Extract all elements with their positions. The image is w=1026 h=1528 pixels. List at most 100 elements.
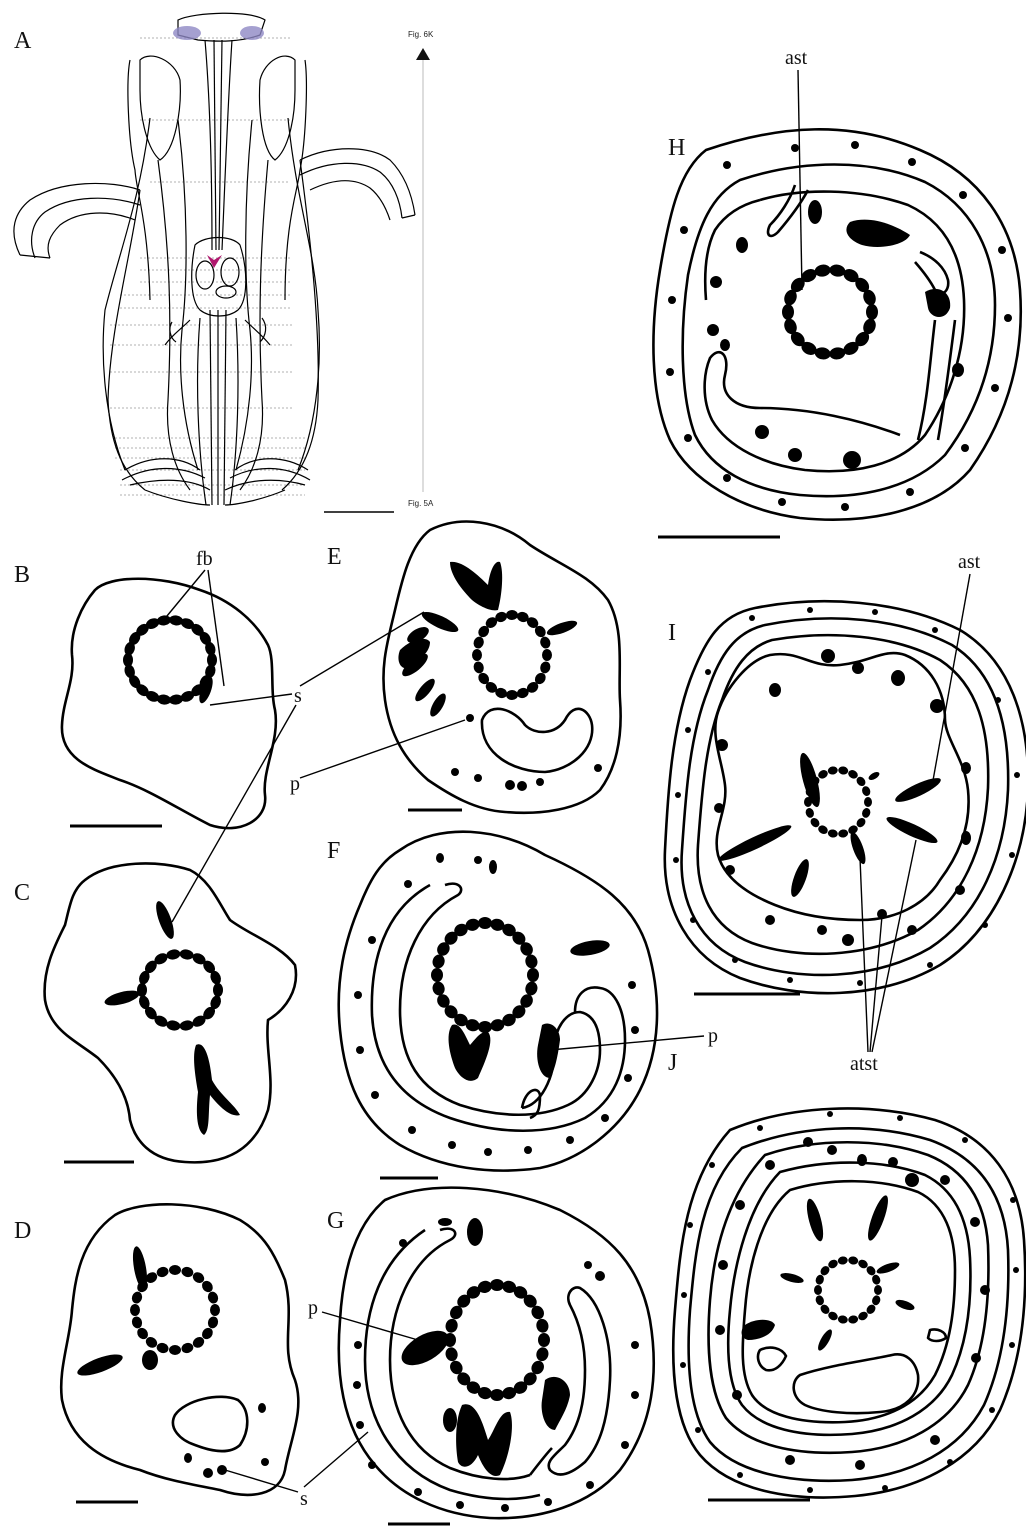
vascular-bundle	[412, 676, 438, 704]
vascular-bundle	[947, 1459, 953, 1465]
panel-d-cross-section	[61, 1204, 298, 1502]
panel-letter-i: I	[668, 620, 676, 646]
vascular-bundle	[213, 983, 223, 997]
vascular-bundle	[930, 699, 944, 713]
vascular-bundle	[75, 1350, 125, 1380]
vascular-bundle	[827, 766, 838, 776]
vascular-bundle	[544, 1498, 552, 1506]
label-fb: fb	[196, 548, 213, 570]
vascular-bundle	[1010, 1197, 1016, 1203]
vascular-bundle	[817, 925, 827, 935]
vascular-bundle	[905, 1173, 919, 1187]
vascular-bundle	[925, 289, 950, 317]
vascular-bundle	[1014, 772, 1020, 778]
panel-letter-d: D	[14, 1218, 31, 1244]
vascular-bundle	[891, 670, 905, 686]
vascular-bundle	[668, 296, 676, 304]
vascular-bundle	[474, 856, 482, 864]
vascular-bundle	[782, 304, 794, 320]
vascular-bundle	[474, 774, 482, 782]
vascular-bundle	[846, 220, 910, 247]
vascular-bundle	[842, 934, 854, 946]
vascular-bundle	[166, 948, 182, 960]
vascular-bundle	[838, 829, 849, 839]
vascular-bundle	[732, 957, 738, 963]
vascular-bundle	[1009, 1342, 1015, 1348]
vascular-bundle	[261, 1458, 269, 1466]
panel-letter-h: H	[668, 135, 685, 161]
vascular-bundle	[569, 938, 611, 959]
vascular-bundle	[737, 1472, 743, 1478]
vascular-bundle	[130, 1290, 143, 1305]
vascular-bundle	[396, 1324, 454, 1373]
vascular-bundle	[851, 141, 859, 149]
vascular-bundle	[788, 857, 813, 899]
vascular-bundle	[955, 885, 965, 895]
vascular-bundle	[680, 226, 688, 234]
y-shaped-bundle	[194, 1044, 240, 1135]
vascular-bundle	[995, 697, 1001, 703]
vascular-bundle	[535, 1317, 550, 1334]
vascular-bundle	[506, 610, 518, 620]
vascular-bundle	[861, 785, 872, 797]
vascular-bundle	[843, 451, 861, 469]
vascular-bundle	[427, 691, 449, 719]
vascular-bundle	[206, 1290, 219, 1305]
label-atst: atst	[850, 1053, 878, 1075]
vascular-bundle	[991, 384, 999, 392]
vascular-bundle	[536, 778, 544, 786]
vascular-bundle	[749, 615, 755, 621]
vascular-bundle	[130, 1304, 140, 1316]
vascular-bundle	[490, 1389, 504, 1401]
vascular-bundle	[466, 714, 474, 722]
vascular-bundle	[874, 1285, 882, 1295]
vascular-bundle	[855, 1460, 865, 1470]
vascular-bundle	[952, 363, 964, 377]
vascular-bundle	[258, 1403, 266, 1413]
vascular-bundle	[932, 627, 938, 633]
nectary-mark	[207, 255, 222, 268]
vascular-bundle	[1013, 1267, 1019, 1273]
vascular-bundle	[179, 1019, 195, 1031]
vascular-bundle	[848, 1315, 859, 1325]
vascular-bundle	[666, 368, 674, 376]
vascular-bundle	[906, 488, 914, 496]
vascular-bundle	[837, 1315, 848, 1325]
vascular-bundle	[490, 1279, 504, 1291]
vascular-bundle	[451, 768, 459, 776]
stigma-lobe-right	[240, 26, 264, 40]
axis-bottom-ref: Fig. 5A	[408, 499, 434, 508]
panel-b-cross-section	[62, 579, 276, 828]
vascular-bundle	[866, 304, 878, 320]
vascular-bundle	[875, 1260, 900, 1276]
vascular-bundle	[404, 880, 412, 888]
vascular-bundle	[882, 1485, 888, 1491]
vascular-bundle	[130, 1315, 143, 1330]
panel-letter-e: E	[327, 544, 342, 570]
vascular-bundle	[595, 1271, 605, 1281]
label-p-f: p	[708, 1025, 718, 1047]
label-s-lower: s	[300, 1488, 308, 1510]
vascular-bundle	[684, 434, 692, 442]
vascular-bundle	[489, 860, 497, 874]
panel-letter-g: G	[327, 1208, 344, 1234]
vascular-bundle	[930, 1435, 940, 1445]
vascular-bundle	[505, 780, 515, 790]
panel-e-cross-section	[383, 522, 620, 813]
vascular-bundle	[841, 503, 849, 511]
label-ast-i: ast	[958, 551, 981, 573]
label-p-g: p	[308, 1297, 318, 1319]
vascular-bundle	[765, 1160, 775, 1170]
vascular-bundle	[527, 968, 539, 982]
vascular-bundle	[431, 953, 446, 970]
vascular-bundle	[166, 1019, 182, 1031]
vascular-bundle	[517, 781, 527, 791]
vascular-bundle	[436, 853, 444, 863]
vascular-bundle	[586, 1481, 594, 1489]
vascular-bundle	[142, 1350, 158, 1370]
leader-line	[550, 1036, 704, 1050]
label-s-upper: s	[294, 685, 302, 707]
label-p-e: p	[290, 773, 300, 795]
vascular-bundle	[742, 1320, 775, 1340]
panel-letter-b: B	[14, 562, 30, 588]
